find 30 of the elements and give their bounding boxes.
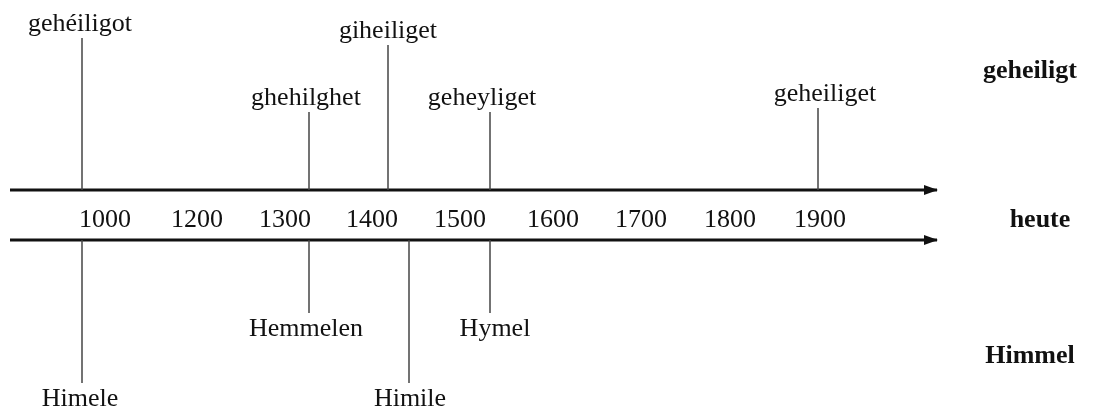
- leader-line: [408, 239, 410, 384]
- leader-line: [81, 239, 83, 384]
- row-label: Himmel: [985, 340, 1075, 370]
- word-form: Himele: [41, 383, 119, 413]
- word-form: Hymel: [459, 313, 531, 343]
- word-form: ghehilghet: [251, 82, 361, 112]
- row-label: heute: [1009, 204, 1071, 234]
- word-form: gehéiligot: [28, 8, 132, 38]
- word-form: geheyliget: [427, 82, 537, 112]
- year-label: 1300: [259, 204, 311, 234]
- leader-line: [817, 107, 819, 191]
- leader-line: [81, 37, 83, 191]
- year-label: 1800: [704, 204, 756, 234]
- row-label: geheiligt: [983, 55, 1077, 85]
- word-form: Himile: [373, 383, 447, 413]
- leader-line: [308, 111, 310, 191]
- leader-line: [387, 44, 389, 191]
- year-label: 1600: [527, 204, 579, 234]
- year-label: 1900: [794, 204, 846, 234]
- year-label: 1200: [171, 204, 223, 234]
- year-label: 1400: [346, 204, 398, 234]
- leader-line: [489, 111, 491, 191]
- word-form: giheiliget: [338, 15, 438, 45]
- year-label: 1000: [79, 204, 131, 234]
- word-form: Hemmelen: [248, 313, 364, 343]
- word-form: geheiliget: [773, 78, 877, 108]
- leader-line: [489, 239, 491, 314]
- year-label: 1500: [434, 204, 486, 234]
- year-label: 1700: [615, 204, 667, 234]
- leader-line: [308, 239, 310, 314]
